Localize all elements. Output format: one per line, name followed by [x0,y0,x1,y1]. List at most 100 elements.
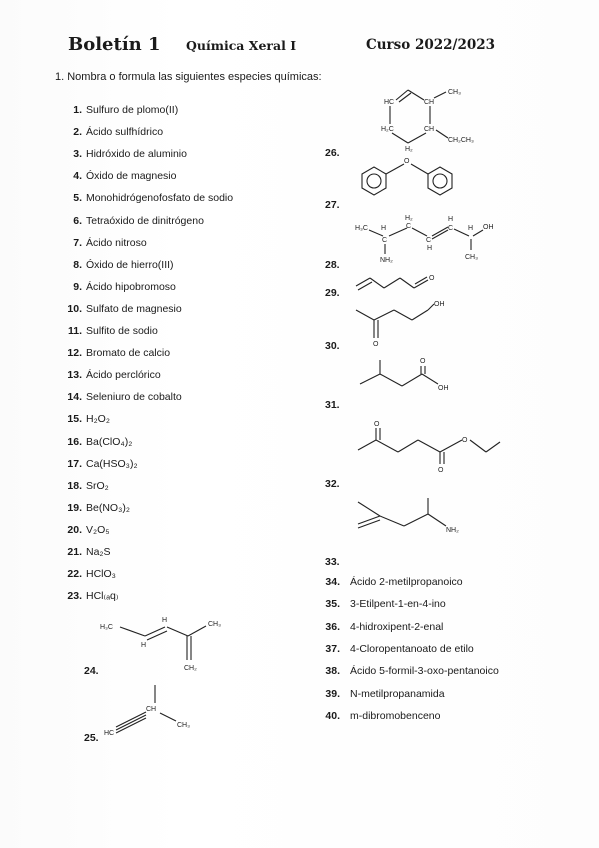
left-item: 23.HCl₍ₐq₎ [60,590,118,602]
left-item: 9.Ácido hipobromoso [60,281,176,293]
item-number: 36. [325,620,340,633]
item-text: Ácido hipobromoso [86,280,176,293]
left-item: 18.SrO₂ [60,480,108,492]
item-text: Be(NO₃)₂ [86,501,130,514]
item-number: 14. [67,391,82,404]
left-item: 5.Monohidrógenofosfato de sodio [60,192,233,204]
left-item: 4.Óxido de magnesio [60,170,176,182]
left-item: 2.Ácido sulfhídrico [60,126,163,138]
struct-label-32: 32. [325,478,340,490]
item-number: 1. [73,104,82,116]
item-text: Óxido de hierro(III) [86,258,174,271]
atom-label: O [462,437,468,444]
struct-label-28: 28. [325,259,340,271]
structure-32: O O O [357,421,501,474]
left-item: 3.Hidróxido de aluminio [60,148,187,160]
struct-label-33: 33. [325,556,340,568]
structure-29: O [355,275,435,291]
left-item: 12. Bromato de calcio [60,347,170,359]
left-item: 20. V₂O₅ [60,524,109,536]
atom-label: OH [434,301,445,308]
bond [431,226,449,237]
left-item: 1.Sulfuro de plomo(II) [60,104,178,116]
left-item: 15.H₂O₂ [60,413,110,425]
item-number: 5. [73,192,82,205]
item-text: Ba(ClO₄)₂ [86,435,133,448]
bond [355,309,375,321]
struct-label-25: 25. [84,732,99,744]
course-label: Curso 2022/2023 [366,37,496,53]
atom-label: NH₂ [380,257,393,264]
bond [187,625,207,637]
bond [388,227,408,237]
bond [119,626,146,637]
aromatic-circle [366,173,382,189]
item-text: V₂O₅ [86,523,110,536]
item-text: Sulfito de sodio [86,325,158,337]
item-number: 17. [67,457,82,470]
left-item: 11.Sulfito de sodio [60,325,158,337]
item-text: Ácido 5-formil-3-oxo-pentanoico [350,665,499,678]
structure-30: O OH [355,301,445,348]
bond [395,89,409,101]
bond [355,277,371,287]
atom-label: O [374,421,380,428]
item-text: Óxido de magnesio [86,170,177,183]
left-item: 21.Na₂S [60,546,110,558]
item-number: 3. [73,148,82,161]
bond [469,439,487,453]
struct-label-31: 31. [325,399,340,411]
atom-label: C [426,237,431,244]
atom-label: C [406,223,411,230]
left-item: 13.Ácido perclórico [60,369,160,381]
item-number: 20. [67,523,82,536]
left-item: 14.Seleniuro de cobalto [60,391,181,404]
item-number: 35. [325,598,340,611]
bond [401,373,423,387]
atom-label: O [420,358,426,365]
bond [373,309,395,321]
bond [115,714,147,731]
right-item: 37.4-Cloropentanoato de etilo [318,643,473,655]
item-text: Bromato de calcio [86,347,171,360]
atom-label: H [141,642,146,649]
bond [368,229,384,237]
benzene-ring [427,166,453,196]
bond [146,630,168,641]
right-item: 39.N-metilpropanamida [318,688,444,700]
atom-label: C [382,237,387,244]
atom-label: CH₃ [208,621,221,628]
aromatic-circle [432,173,448,189]
item-text: Ca(HSO₃)₂ [86,457,138,470]
item-number: 12. [67,347,82,360]
right-item: 38. Ácido 5-formil-3-oxo-pentanoico [318,665,499,678]
item-text: HCl₍ₐq₎ [86,590,119,603]
bond [159,712,177,722]
item-text: HClO₃ [86,568,116,581]
item-number: 10. [67,302,82,315]
struct-label-26: 26. [325,147,340,159]
bond [357,519,381,529]
bond [357,515,381,525]
atom-label: H [427,245,432,252]
atom-label: OH [483,224,494,231]
atom-label: H₂ [405,146,413,153]
bond [407,89,425,101]
item-number: 21. [67,546,82,558]
atom-label: CH₃ [448,89,461,96]
bond [397,439,419,453]
item-number: 38. [325,665,340,678]
bond [357,501,381,517]
atom-label: H₃C [100,624,113,631]
structure-31: O OH [359,358,449,392]
left-item: 19. Be(NO₃)₂ [60,502,130,514]
atom-label: O [404,158,410,165]
bond [411,227,428,237]
atom-label: O [438,467,444,474]
item-number: 6. [73,214,82,227]
bond [403,513,429,527]
bond [379,373,403,387]
item-number: 8. [73,258,82,271]
item-number: 19. [67,501,82,514]
bond [407,132,427,144]
